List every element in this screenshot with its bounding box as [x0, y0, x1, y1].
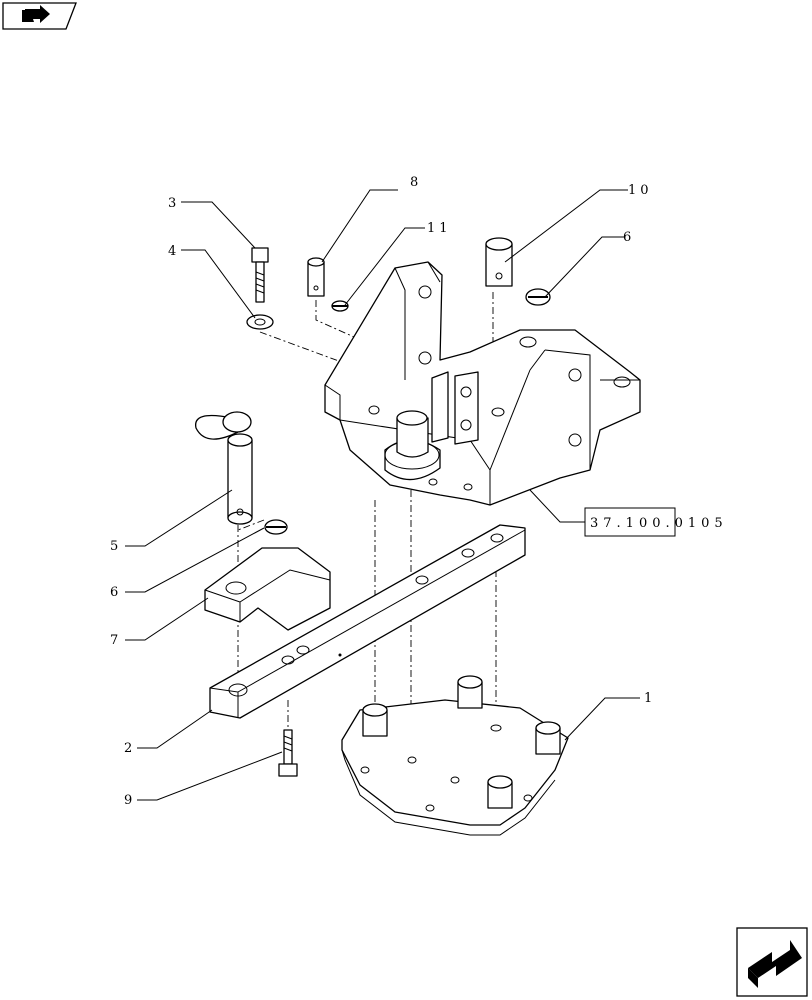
- clip-part-11: [331, 300, 349, 312]
- clip-part-6-top: [525, 288, 551, 306]
- block-part-7: [204, 547, 331, 631]
- callout-6-top[interactable]: 6: [623, 230, 635, 245]
- mounting-frame: [324, 261, 641, 506]
- leader-lines: [125, 189, 640, 801]
- bolt-part-3: [251, 247, 269, 303]
- callout-7[interactable]: 7: [110, 633, 122, 648]
- reference-number[interactable]: 37.100.0105: [590, 516, 728, 531]
- next-page-arrow-icon[interactable]: [736, 927, 808, 997]
- callout-6-lower[interactable]: 6: [110, 585, 122, 600]
- reference-box: [584, 507, 676, 537]
- pin-part-10: [485, 237, 513, 287]
- callout-2[interactable]: 2: [124, 741, 136, 756]
- bolt-part-8: [278, 729, 298, 777]
- book-arrow-icon[interactable]: [2, 2, 77, 30]
- plate-part-1: [341, 675, 569, 836]
- callout-labels: 3 4 8 11 10 6 5 6 7 2 9 1 37.100.0105: [110, 175, 728, 808]
- callout-9[interactable]: 8: [410, 175, 422, 190]
- callout-11[interactable]: 11: [427, 221, 452, 236]
- callout-4[interactable]: 4: [168, 244, 180, 259]
- clip-part-6-lower: [264, 519, 288, 535]
- callout-3[interactable]: 3: [168, 196, 180, 211]
- washer-part-4: [246, 314, 274, 330]
- pin-part-5: [195, 411, 253, 525]
- pin-part-9: [307, 257, 325, 297]
- callout-1[interactable]: 1: [644, 691, 656, 706]
- callout-5[interactable]: 5: [110, 539, 122, 554]
- drawbar-part-2: [209, 524, 526, 719]
- callout-8[interactable]: 9: [124, 793, 136, 808]
- callout-10[interactable]: 10: [628, 183, 653, 198]
